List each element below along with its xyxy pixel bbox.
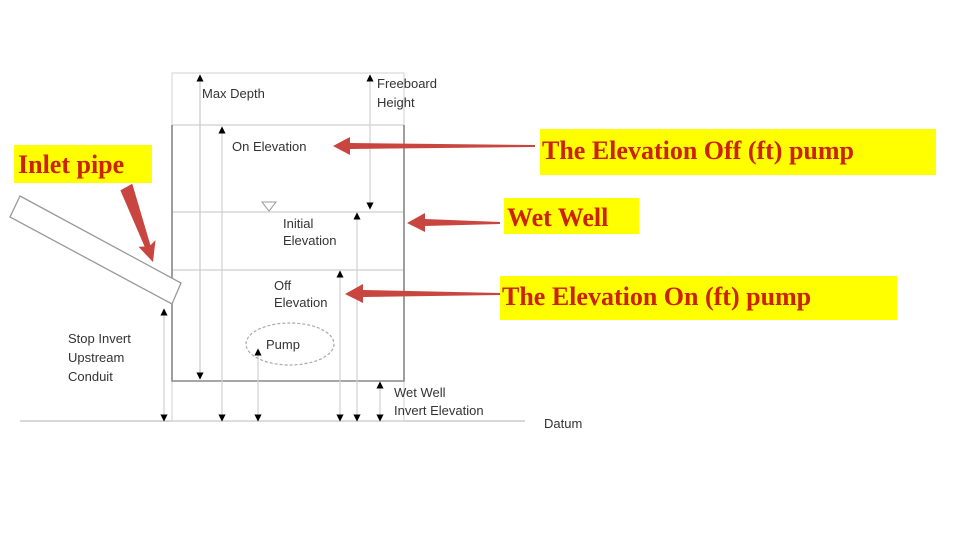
elevation-off-arrow-icon [333, 137, 535, 155]
water-level-icon [260, 201, 278, 212]
freeboard-label-2: Height [377, 95, 415, 110]
stop-invert-label-3: Conduit [68, 369, 113, 384]
callout-elevation-off: The Elevation Off (ft) pump [540, 129, 936, 175]
callout-elevation-on: The Elevation On (ft) pump [500, 276, 897, 320]
wet-well-body [171, 125, 405, 382]
callout-arrows [120, 137, 535, 303]
freeboard-label-1: Freeboard [377, 76, 437, 91]
stop-invert-label-2: Upstream [68, 350, 124, 365]
callout-wet-well: Wet Well [504, 198, 639, 234]
off-elevation-label-2: Elevation [274, 295, 327, 310]
initial-elevation-label-1: Initial [283, 216, 313, 231]
elevation-on-arrow-icon [345, 284, 500, 303]
max-depth-label: Max Depth [202, 86, 265, 101]
pump-label: Pump [266, 337, 300, 352]
dimension-lines [160, 74, 384, 422]
callout-elevation-off-text: The Elevation Off (ft) pump [542, 136, 854, 165]
inlet-pipe-arrow-icon [120, 183, 156, 263]
inlet-pipe-shape [9, 195, 182, 305]
on-elevation-label: On Elevation [232, 139, 306, 154]
initial-elevation-label-2: Elevation [283, 233, 336, 248]
callout-inlet-pipe-text: Inlet pipe [18, 150, 124, 179]
wet-well-invert-label-2: Invert Elevation [394, 403, 484, 418]
off-elevation-label-1: Off [274, 278, 291, 293]
pump-shape [245, 322, 335, 366]
callout-inlet-pipe: Inlet pipe [14, 145, 152, 183]
datum-label: Datum [544, 416, 582, 431]
wet-well-arrow-icon [407, 213, 500, 232]
wet-well-invert-label-1: Wet Well [394, 385, 446, 400]
callout-wet-well-text: Wet Well [507, 203, 608, 232]
stop-invert-label-1: Stop Invert [68, 331, 131, 346]
callout-elevation-on-text: The Elevation On (ft) pump [502, 282, 811, 311]
